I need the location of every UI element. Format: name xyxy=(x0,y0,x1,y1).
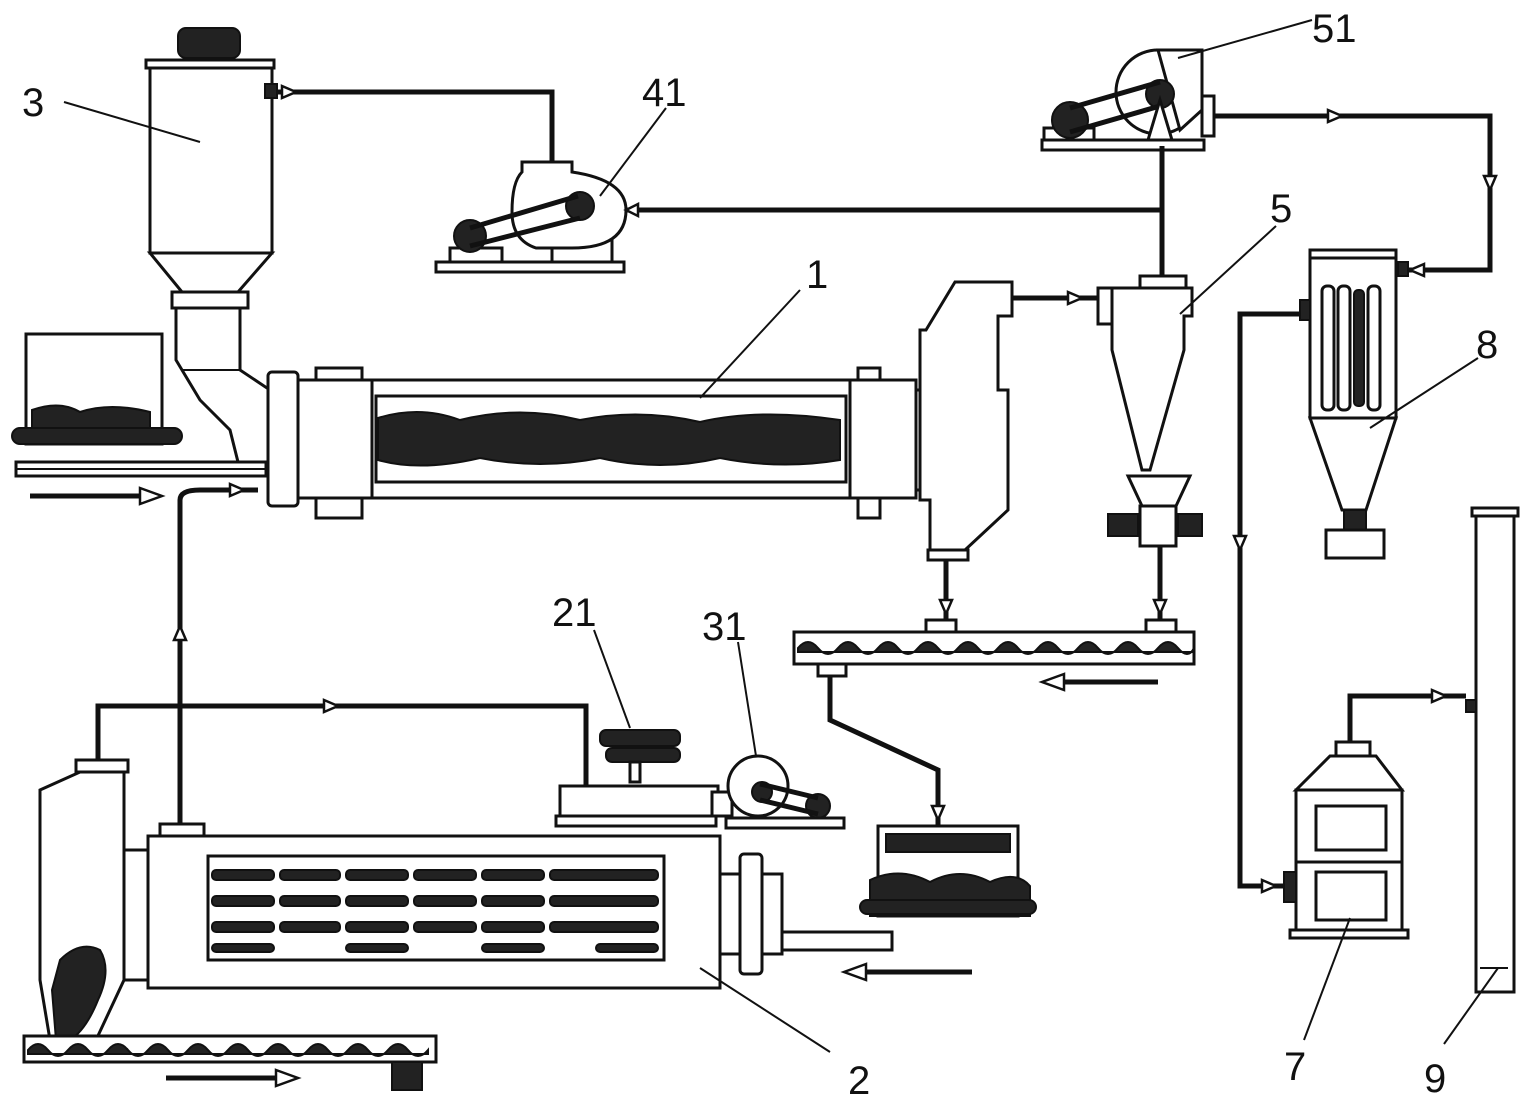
feed-hopper-left xyxy=(11,332,268,478)
arrow-to-cyclone xyxy=(1066,290,1086,306)
number-labels: 3 1 5 8 51 41 21 31 2 7 9 xyxy=(22,7,1498,1103)
hopper-bottom-middle xyxy=(859,824,1037,918)
stack-9 xyxy=(1465,506,1520,994)
rotary-dryer-2 xyxy=(118,822,894,990)
cyclone-5 xyxy=(1096,274,1203,548)
silo-3 xyxy=(144,27,278,472)
arrow-hot-gas-up xyxy=(172,622,188,642)
label-3: 3 xyxy=(22,81,44,125)
arrow-to-fan-41 xyxy=(623,201,640,219)
fan-51 xyxy=(1040,48,1216,152)
arrow-down-to-scrubber xyxy=(1232,534,1248,554)
flow-arrows xyxy=(30,84,1498,1088)
label-51: 51 xyxy=(1312,7,1357,51)
label-9: 9 xyxy=(1424,1057,1446,1101)
arrow-fan51-out xyxy=(1326,108,1346,124)
fan-41 xyxy=(434,160,628,274)
scrubber-7 xyxy=(1283,740,1410,940)
arrow-feed-right xyxy=(138,486,166,506)
leader-lines xyxy=(63,19,1499,1053)
label-41: 41 xyxy=(642,71,687,115)
label-5: 5 xyxy=(1270,187,1292,231)
label-1: 1 xyxy=(806,253,828,297)
arrow-into-stack xyxy=(1430,688,1450,704)
arrow-feed-left xyxy=(840,962,868,982)
rotary-dryer-1 xyxy=(266,366,928,520)
discharge-chute-2 xyxy=(38,758,130,1042)
screw-conveyor-middle xyxy=(792,618,1196,678)
label-7: 7 xyxy=(1284,1045,1306,1089)
arrow-into-filter xyxy=(1406,262,1426,278)
arrow-discharge-right xyxy=(274,1068,302,1088)
arrow-down-to-filter xyxy=(1482,174,1498,194)
label-8: 8 xyxy=(1476,323,1498,367)
arrow-conveyor-left xyxy=(1038,672,1066,692)
arrow-cyclone-down xyxy=(1152,598,1168,618)
arrow-recycle xyxy=(322,698,342,714)
arrow-into-scrubber xyxy=(1260,878,1280,894)
settling-chamber xyxy=(918,280,1014,562)
screw-conveyor-bottom xyxy=(22,1034,438,1091)
dryer-2-internals xyxy=(211,869,659,953)
label-2: 2 xyxy=(848,1059,870,1103)
motor-21 xyxy=(554,729,734,828)
label-21: 21 xyxy=(552,591,597,635)
bag-filter-8 xyxy=(1299,248,1409,560)
label-31: 31 xyxy=(702,605,747,649)
arrow-to-silo xyxy=(280,84,300,100)
arrow-to-bottom-hopper xyxy=(930,804,946,824)
burner-31 xyxy=(724,754,846,830)
arrow-chamber-down xyxy=(938,598,954,618)
arrow-into-dryer-1 xyxy=(228,482,248,498)
